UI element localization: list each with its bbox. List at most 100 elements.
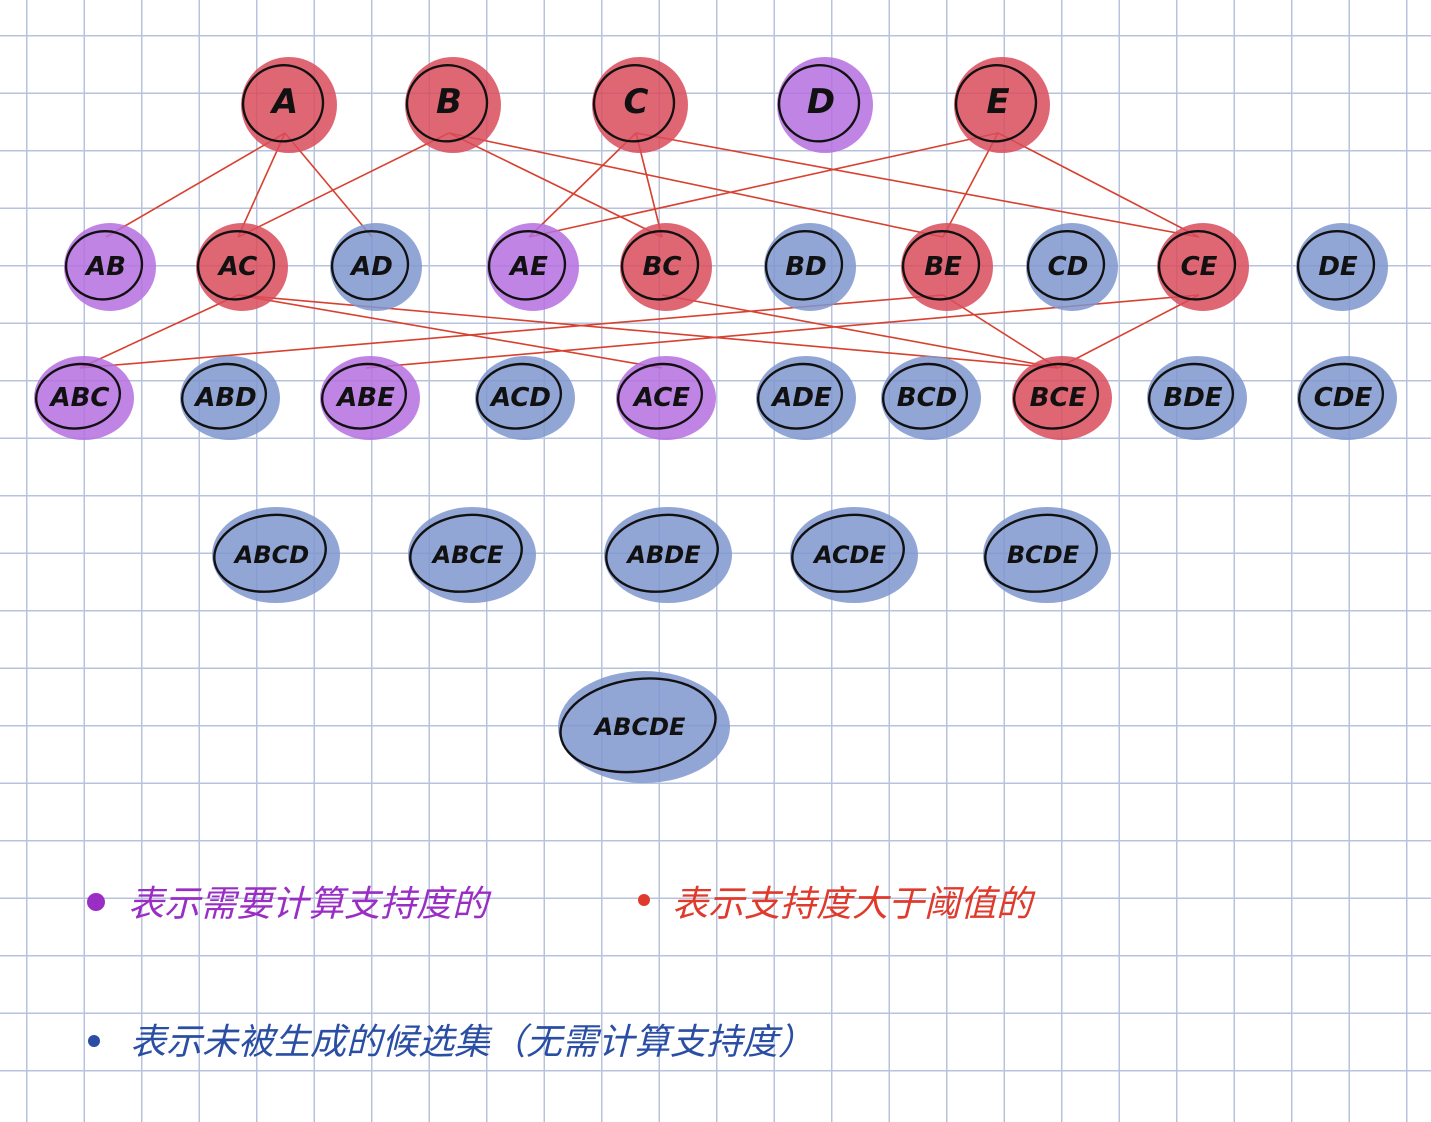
node-de: DE (1296, 223, 1388, 311)
node-label: D (807, 82, 835, 122)
node-label: ACE (632, 383, 690, 413)
node-outline (1157, 229, 1237, 301)
node-outline (777, 64, 861, 143)
node-outline (475, 362, 563, 430)
node-label: ACDE (812, 541, 886, 569)
node-fill-frequent (620, 223, 712, 311)
node-label: BD (785, 252, 826, 282)
node-ce: CE (1157, 223, 1249, 311)
node-outline (34, 362, 122, 430)
node-label: ABE (335, 383, 395, 413)
node-outline (881, 362, 969, 430)
node-label: ABCE (431, 541, 504, 569)
node-label: CDE (1314, 383, 1373, 413)
node-outline (1147, 362, 1235, 430)
edge-e-ce (997, 132, 1200, 238)
node-fill-frequent (1012, 356, 1112, 440)
node-label: ABDE (625, 541, 701, 569)
legend-label-frequent: 表示支持度大于阈值的 (672, 884, 1036, 925)
node-fill-pruned (475, 356, 575, 440)
node-fill-pruned (1297, 356, 1397, 440)
edge-b-bc (448, 132, 663, 238)
node-outline (180, 362, 268, 430)
node-be: BE (901, 223, 993, 311)
node-e: E (954, 57, 1050, 153)
node-bce: BCE (1012, 356, 1112, 440)
node-label: AD (349, 252, 393, 282)
node-fill-computed (616, 356, 716, 440)
node-label: ACD (489, 383, 551, 413)
node-label: BC (643, 252, 682, 282)
node-outline (764, 229, 844, 301)
node-label: CD (1048, 252, 1089, 282)
node-outline (330, 229, 410, 301)
node-fill-pruned (881, 356, 981, 440)
node-outline (605, 513, 719, 593)
node-label: ABCDE (593, 713, 686, 741)
node-ae: AE (487, 223, 579, 311)
node-bcde: BCDE (983, 507, 1111, 603)
node-cd: CD (1026, 223, 1118, 311)
legend-dot-frequent (638, 894, 650, 906)
node-bcd: BCD (881, 356, 981, 440)
node-outline (1012, 362, 1100, 430)
node-bc: BC (620, 223, 712, 311)
node-acde: ACDE (790, 507, 918, 603)
node-fill-computed (64, 223, 156, 311)
node-outline (756, 362, 844, 430)
node-outline (1297, 362, 1385, 430)
legend: 表示需要计算支持度的 表示支持度大于阈值的 表示未被生成的候选集（无需计算支持度… (87, 884, 1036, 1063)
node-ac: AC (196, 223, 288, 311)
node-label: ABC (48, 383, 109, 413)
node-fill-computed (487, 223, 579, 311)
node-abc: ABC (34, 356, 134, 440)
node-outline (616, 362, 704, 430)
node-abce: ABCE (408, 507, 536, 603)
node-ace: ACE (616, 356, 716, 440)
node-outline (196, 229, 276, 301)
node-fill-frequent (1157, 223, 1249, 311)
node-label: C (624, 82, 649, 122)
node-outline (901, 229, 981, 301)
node-label: ADE (770, 383, 832, 413)
node-outline (954, 64, 1038, 143)
node-outline (620, 229, 700, 301)
node-ab: AB (64, 223, 156, 311)
node-fill-computed (320, 356, 420, 440)
node-outline (559, 677, 717, 774)
node-label: AC (217, 252, 257, 282)
node-outline (487, 229, 567, 301)
edge-e-ae (528, 132, 999, 238)
node-abde: ABDE (604, 507, 732, 603)
node-b: B (405, 57, 501, 153)
node-label: DE (1318, 252, 1358, 282)
node-fill-pruned (330, 223, 422, 311)
legend-label-computed: 表示需要计算支持度的 (128, 884, 492, 925)
node-label: BCD (897, 383, 957, 413)
node-outline (241, 64, 325, 143)
node-ade: ADE (756, 356, 856, 440)
legend-item-frequent: 表示支持度大于阈值的 (638, 884, 1036, 925)
node-outline (64, 229, 144, 301)
node-label: ABD (193, 383, 257, 413)
node-label: CE (1181, 252, 1218, 282)
node-fill-pruned (180, 356, 280, 440)
node-outline (1026, 229, 1106, 301)
legend-label-pruned: 表示未被生成的候选集（无需计算支持度） (130, 1022, 814, 1063)
node-fill-computed (34, 356, 134, 440)
node-fill-frequent (901, 223, 993, 311)
node-ad: AD (330, 223, 422, 311)
legend-item-pruned: 表示未被生成的候选集（无需计算支持度） (88, 1022, 814, 1063)
node-acd: ACD (475, 356, 575, 440)
node-outline (409, 513, 523, 593)
node-fill-pruned (1296, 223, 1388, 311)
node-outline (320, 362, 408, 430)
node-bde: BDE (1147, 356, 1247, 440)
node-label: BE (924, 252, 962, 282)
legend-dot-computed (87, 893, 105, 911)
edges-layer (79, 132, 1200, 369)
node-abcde: ABCDE (558, 671, 730, 783)
node-label: BCDE (1007, 541, 1080, 569)
